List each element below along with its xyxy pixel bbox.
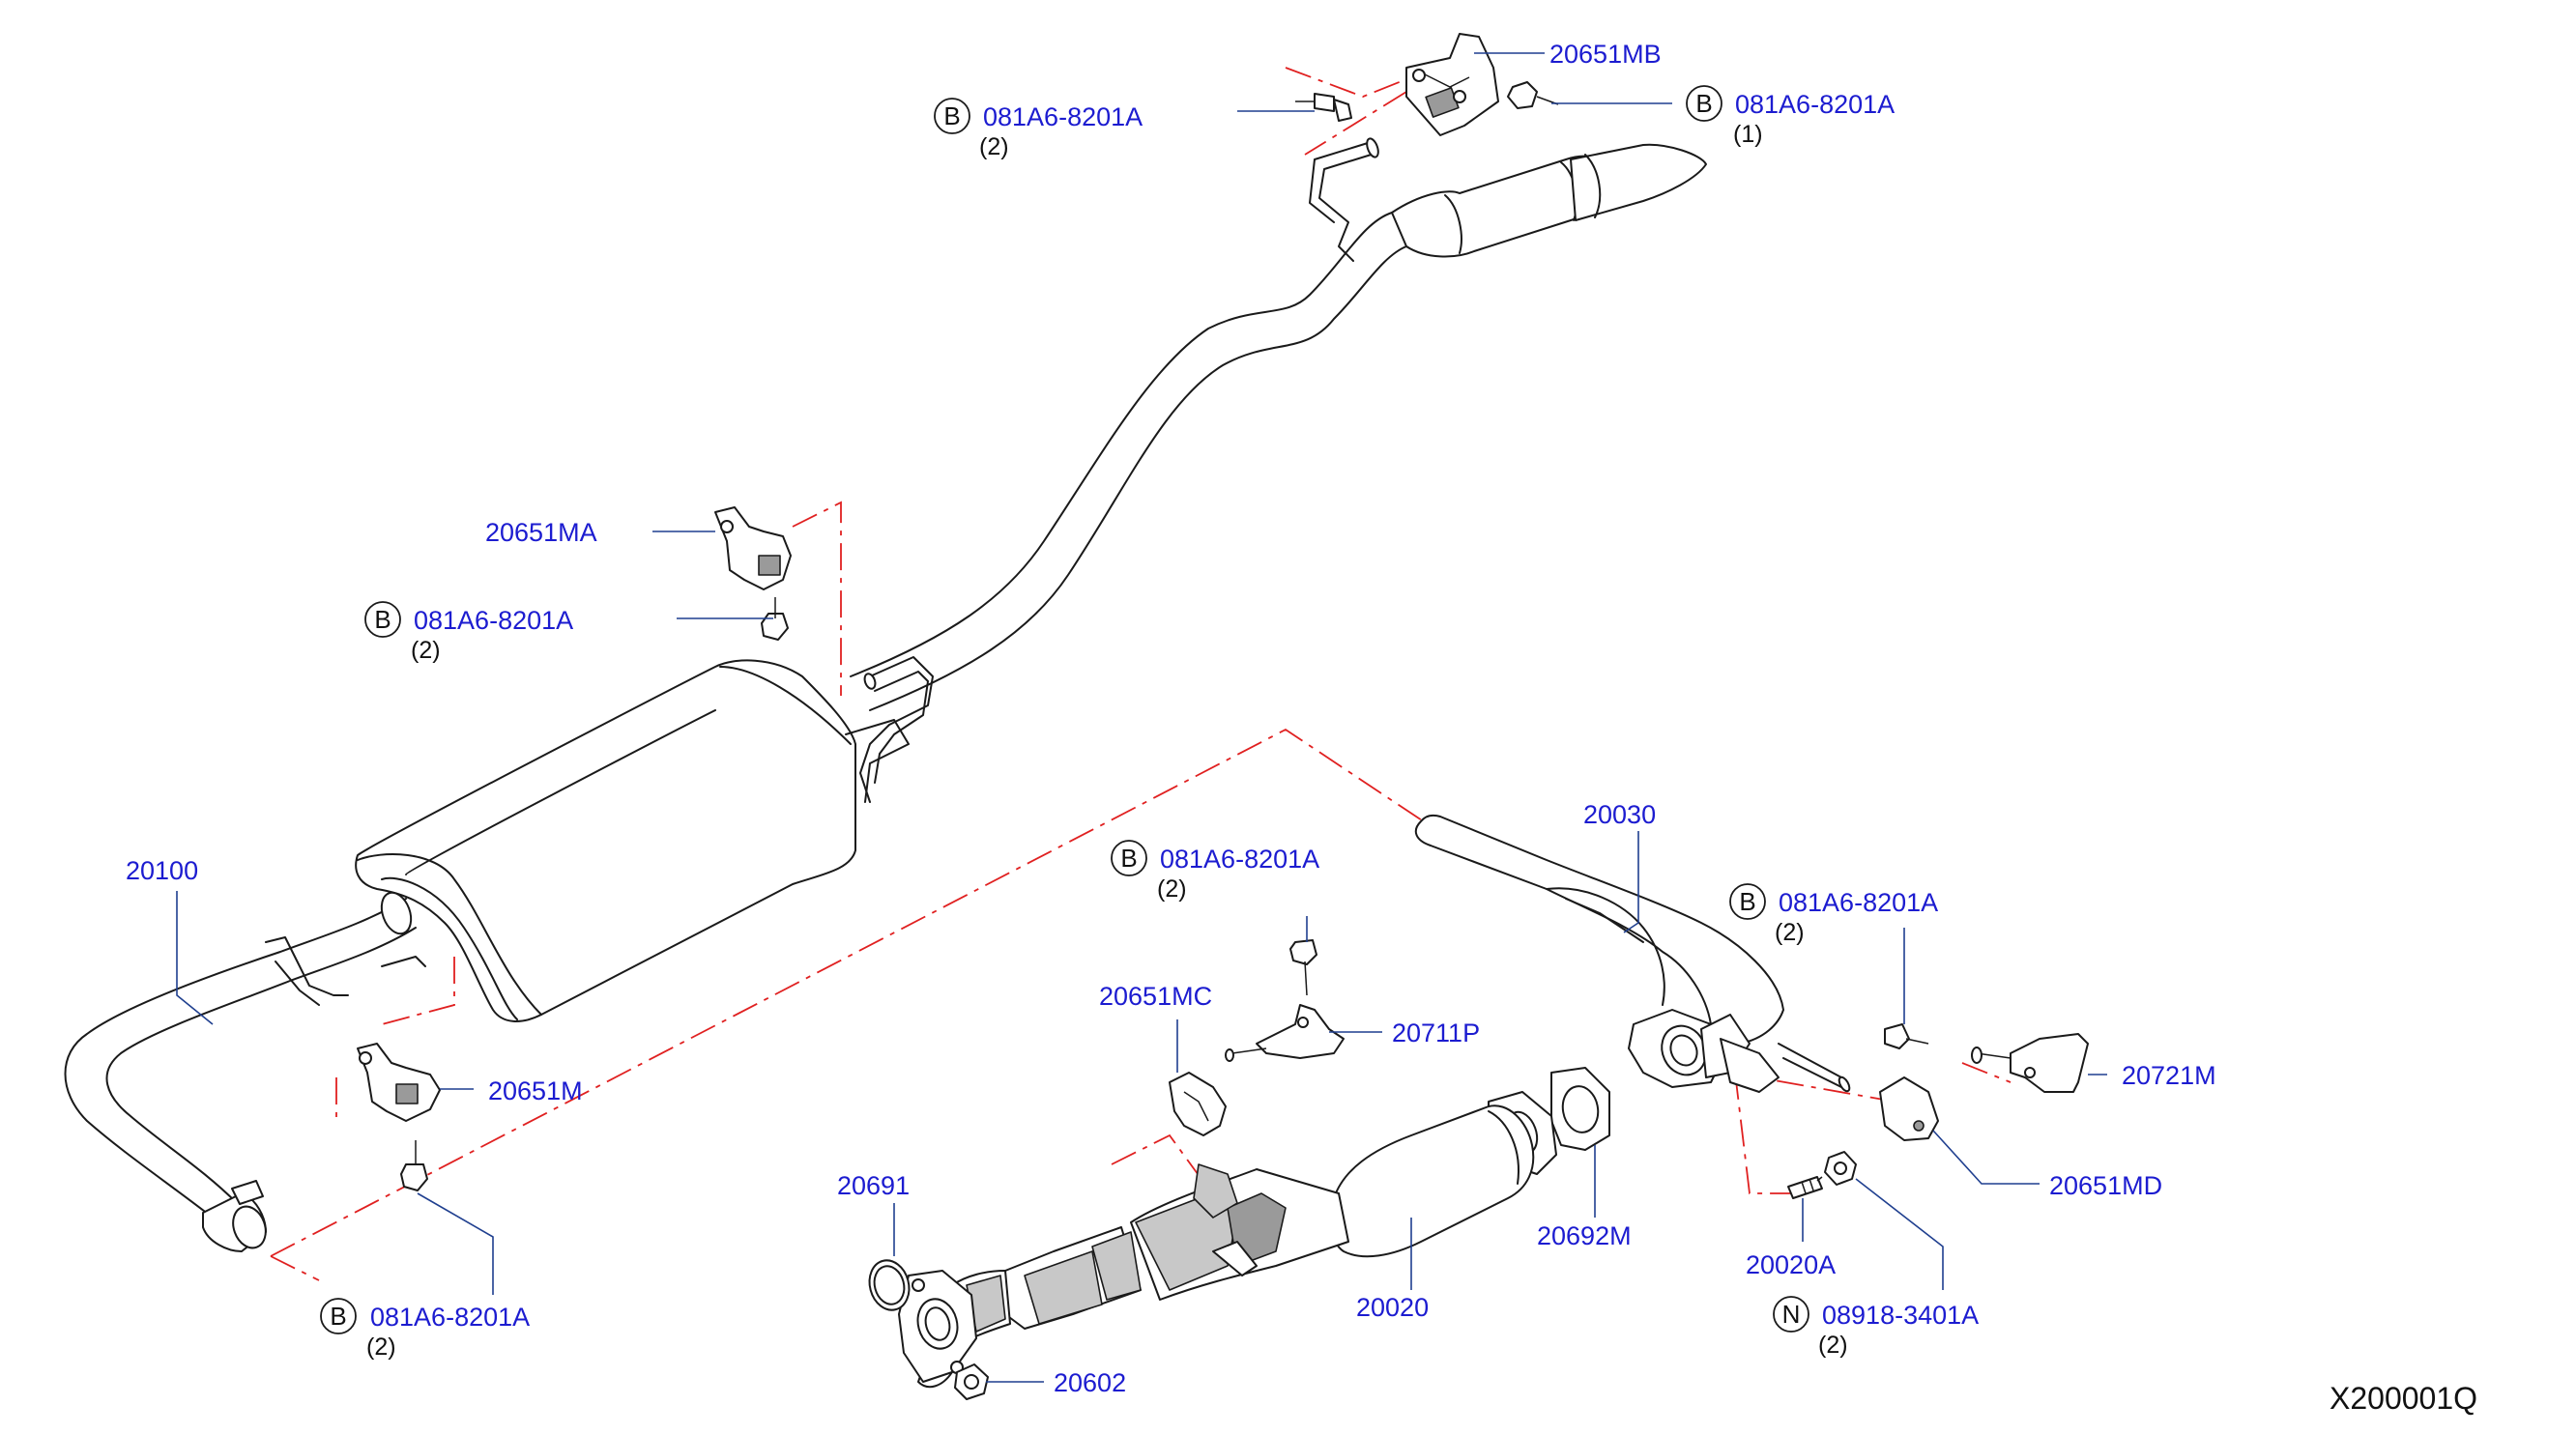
tail-pipe-20100 [64,891,426,1252]
bolt-class-letter: B [1695,89,1712,118]
callout-bolt-top-left: 081A6-8201A [983,102,1143,131]
rubber-mount-20651MC [1169,1072,1227,1136]
qty-bolt-mid-left: (2) [411,637,441,664]
callout-bolt-right: 081A6-8201A [1779,888,1938,917]
gasket-20692M [1550,1067,1610,1151]
tail-resonator [1391,143,1707,258]
callout-bolt-top-right: 081A6-8201A [1735,90,1895,119]
bolt-class-letter: B [943,101,960,130]
main-center-pipe [850,137,1407,711]
callout-bolt-center: 081A6-8201A [1160,845,1319,874]
bolt-class-symbol [934,98,970,134]
phantom-lines [270,67,2012,1281]
main-muffler [355,659,856,1022]
callout-20651MA: 20651MA [485,518,597,547]
bracket-20651MB [1405,33,1499,136]
ring-gasket-20691 [868,1259,911,1311]
nut-class-letter: N [1782,1300,1801,1329]
bolt-mid-left [761,597,789,641]
leader-lines [176,52,2107,1383]
callout-nut: 08918-3401A [1822,1301,1979,1330]
bracket-20721M [1971,1033,2089,1093]
bolt-right [1884,1023,1929,1049]
bolt-top-right [1507,81,1559,109]
qty-bolt-top-left: (2) [979,133,1009,160]
qty-bolt-center: (2) [1157,875,1187,903]
bracket-20651MA [714,506,792,590]
bolt-class-symbol [320,1298,357,1334]
bolt-class-symbol [364,601,401,638]
nut-class-symbol [1773,1296,1809,1333]
nut-08918-3401A [1824,1151,1857,1186]
bolt-class-letter: B [1739,887,1755,916]
diagram-code: X200001Q [2330,1381,2477,1416]
callout-20721M: 20721M [2122,1061,2216,1090]
callout-20692M: 20692M [1537,1221,1632,1250]
rubber-mount-20651MD [1879,1076,1939,1141]
callout-20691: 20691 [837,1171,910,1200]
callout-bolt-bottom-left: 081A6-8201A [370,1303,530,1332]
bolt-class-letter: B [330,1302,346,1331]
qty-bolt-bottom-left: (2) [366,1334,396,1361]
qty-bolt-right: (2) [1775,919,1805,946]
bracket-20651M [357,1043,441,1122]
callout-20651M: 20651M [488,1076,583,1105]
callout-20030: 20030 [1583,800,1656,829]
stud-20020A [1787,1176,1823,1199]
bolt-class-letter: B [1120,844,1137,873]
bolt-class-symbol [1686,85,1722,122]
callout-20100: 20100 [126,856,198,885]
callout-20651MB: 20651MB [1549,40,1662,69]
bolt-bottom-left [400,1140,428,1191]
bolt-class-symbol [1729,883,1766,920]
callout-20651MC: 20651MC [1099,982,1212,1011]
bolt-center [1289,939,1317,996]
bolt-class-symbol [1111,840,1147,876]
front-pipe-20030 [1414,814,1851,1093]
callout-20602: 20602 [1054,1368,1126,1397]
callout-bolt-mid-left: 081A6-8201A [414,606,573,635]
bolt-top-left [1295,93,1352,122]
bracket-20711P [1225,1004,1345,1062]
nut-20602 [954,1363,989,1400]
qty-bolt-top-right: (1) [1733,121,1763,148]
callout-20711P: 20711P [1392,1018,1480,1047]
qty-nut: (2) [1818,1332,1848,1359]
callout-20020A: 20020A [1746,1250,1836,1279]
front-tube-catalyst-20020 [898,1091,1557,1389]
bolt-class-letter: B [374,605,391,634]
callout-20020: 20020 [1356,1293,1429,1322]
callouts: 20651MB B 081A6-8201A (2) B 081A6-8201A … [126,40,2477,1416]
callout-20651MD: 20651MD [2049,1171,2162,1200]
muffler-hanger-rod [845,656,934,803]
